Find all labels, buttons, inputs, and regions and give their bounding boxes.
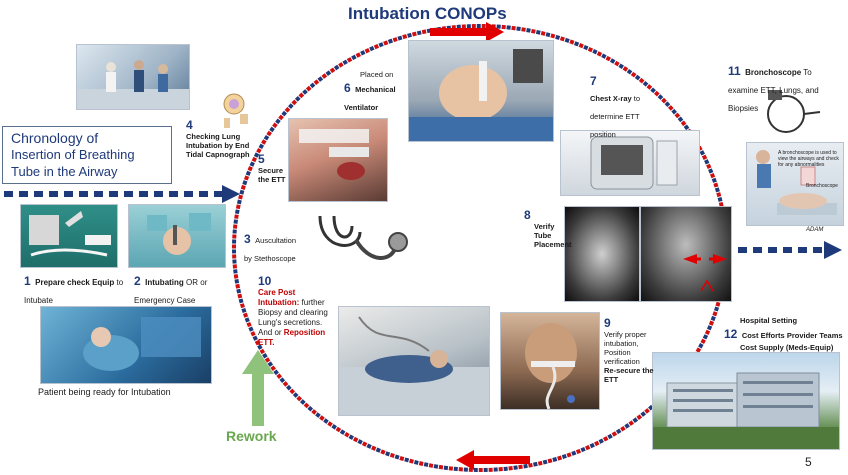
step-9-text: Verify proper intubation, Position verif… bbox=[604, 330, 647, 366]
step-12-line2: Cost Efforts Provider Teams bbox=[741, 331, 843, 340]
step-11-rest: To examine ETT, Lungs, and Biopsies bbox=[728, 68, 819, 113]
step-12-label: Hospital Setting 12 Cost Efforts Provide… bbox=[724, 316, 844, 352]
capnograph-icon bbox=[220, 92, 250, 132]
step-10-action2: Reposition ETT. bbox=[258, 328, 326, 347]
step-6-label: Placed on 6 Mechanical Ventilator bbox=[344, 70, 406, 115]
step-3-text: Auscultation by Stethoscope bbox=[244, 236, 296, 263]
step-7-number: 7 bbox=[590, 74, 597, 88]
step-2-action: Intubating bbox=[145, 278, 184, 287]
bronchoscope-caption: A bronchoscope is used to view the airwa… bbox=[778, 150, 839, 168]
page-number: 5 bbox=[805, 455, 812, 469]
step-1-rest: to Intubate bbox=[24, 278, 124, 305]
step-7-rest: to determine ETT position bbox=[590, 94, 641, 139]
step-5-number: 5 bbox=[258, 152, 265, 166]
step-12-line3: Cost Supply (Meds-Equip) bbox=[740, 343, 834, 352]
step-12-line1: Hospital Setting bbox=[740, 316, 798, 325]
patient-prep-photo bbox=[40, 306, 212, 384]
resecure-ett-photo bbox=[500, 312, 600, 410]
bronchoscopy-illustration bbox=[746, 142, 844, 226]
step-3-number: 3 bbox=[244, 232, 251, 246]
adam-mark: ADAM bbox=[806, 227, 824, 233]
step-12-number: 12 bbox=[724, 327, 738, 341]
step-11-bold: Bronchoscope bbox=[745, 68, 802, 77]
patient-caption: Patient being ready for Intubation bbox=[38, 387, 171, 397]
chest-xray-2 bbox=[640, 206, 732, 302]
step-4-label: 4 Checking Lung Intubation by End Tidal … bbox=[186, 118, 266, 159]
step-6-action: Mechanical Ventilator bbox=[344, 85, 396, 112]
chronology-box: Chronology of Insertion of Breathing Tub… bbox=[2, 126, 172, 184]
chronology-line2: Insertion of Breathing bbox=[11, 147, 135, 162]
step-10-mid: further Biopsy and clearing Lung's secre… bbox=[258, 298, 328, 337]
chronology-line1: Chronology of bbox=[11, 130, 99, 146]
equipment-tray-photo bbox=[20, 204, 118, 268]
exit-dashed-arrow bbox=[738, 241, 842, 259]
secured-ett-photo bbox=[288, 118, 388, 202]
step-6-text: Placed on bbox=[360, 70, 394, 79]
or-team-photo bbox=[76, 44, 190, 110]
step-4-text: Checking Lung Intubation by End Tidal Ca… bbox=[186, 132, 250, 159]
step-4-number: 4 bbox=[186, 118, 193, 132]
step-2-rest: OR or Emergency Case bbox=[134, 278, 208, 305]
step-1-label: 1 Prepare check Equip to Intubate bbox=[24, 272, 128, 308]
step-1-number: 1 bbox=[24, 274, 31, 288]
bronchoscope-tag: Bronchoscope bbox=[806, 183, 838, 189]
step-2-number: 2 bbox=[134, 274, 141, 288]
cycle-ring-red bbox=[232, 24, 728, 472]
step-11-number: 11 bbox=[728, 64, 741, 78]
top-flow-arrow bbox=[430, 22, 504, 42]
stethoscope-icon bbox=[300, 202, 416, 272]
step-9-number: 9 bbox=[604, 316, 611, 330]
rework-label: Rework bbox=[226, 428, 277, 444]
step-5-label: 5 Secure the ETT bbox=[258, 152, 288, 184]
step-10-action: Care Post Intubation: bbox=[258, 288, 300, 307]
entry-dashed-arrow bbox=[4, 185, 240, 203]
post-intubation-care-photo bbox=[338, 306, 490, 416]
step-5-text: Secure the ETT bbox=[258, 166, 286, 184]
step-7-label: 7 Chest X-ray to determine ETT position bbox=[590, 74, 654, 142]
step-8-label: 8 Verify Tube Placement bbox=[524, 208, 572, 249]
step-7-action: Chest X-ray bbox=[590, 94, 632, 103]
chronology-line3: Tube in the Airway bbox=[11, 164, 118, 179]
step-10-label: 10 Care Post Intubation: further Biopsy … bbox=[258, 274, 338, 348]
step-11-label: 11 Bronchoscope To examine ETT, Lungs, a… bbox=[728, 62, 840, 116]
step-8-number: 8 bbox=[524, 208, 531, 222]
xray-machine-photo bbox=[560, 130, 700, 196]
bronchoscope-device-icon bbox=[760, 82, 824, 140]
step-1-action: Prepare check Equip bbox=[35, 278, 115, 287]
intubating-photo bbox=[128, 204, 226, 268]
step-10-number: 10 bbox=[258, 274, 272, 288]
rework-arrow bbox=[242, 350, 274, 426]
chest-xray-1 bbox=[564, 206, 640, 302]
hospital-building-photo bbox=[652, 352, 840, 450]
step-3-label: 3 Auscultation by Stethoscope bbox=[244, 230, 300, 266]
step-8-action: Verify Tube Placement bbox=[534, 222, 572, 249]
step-9-label: 9 Verify proper intubation, Position ver… bbox=[604, 316, 656, 384]
step-6-number: 6 bbox=[344, 81, 351, 95]
bottom-flow-arrow bbox=[456, 450, 530, 470]
step-2-label: 2 Intubating OR or Emergency Case bbox=[134, 272, 230, 308]
page-title: Intubation CONOPs bbox=[348, 4, 507, 23]
ventilator-mannequin-photo bbox=[408, 40, 554, 142]
step-9-bold: Re-secure the ETT bbox=[604, 366, 654, 384]
